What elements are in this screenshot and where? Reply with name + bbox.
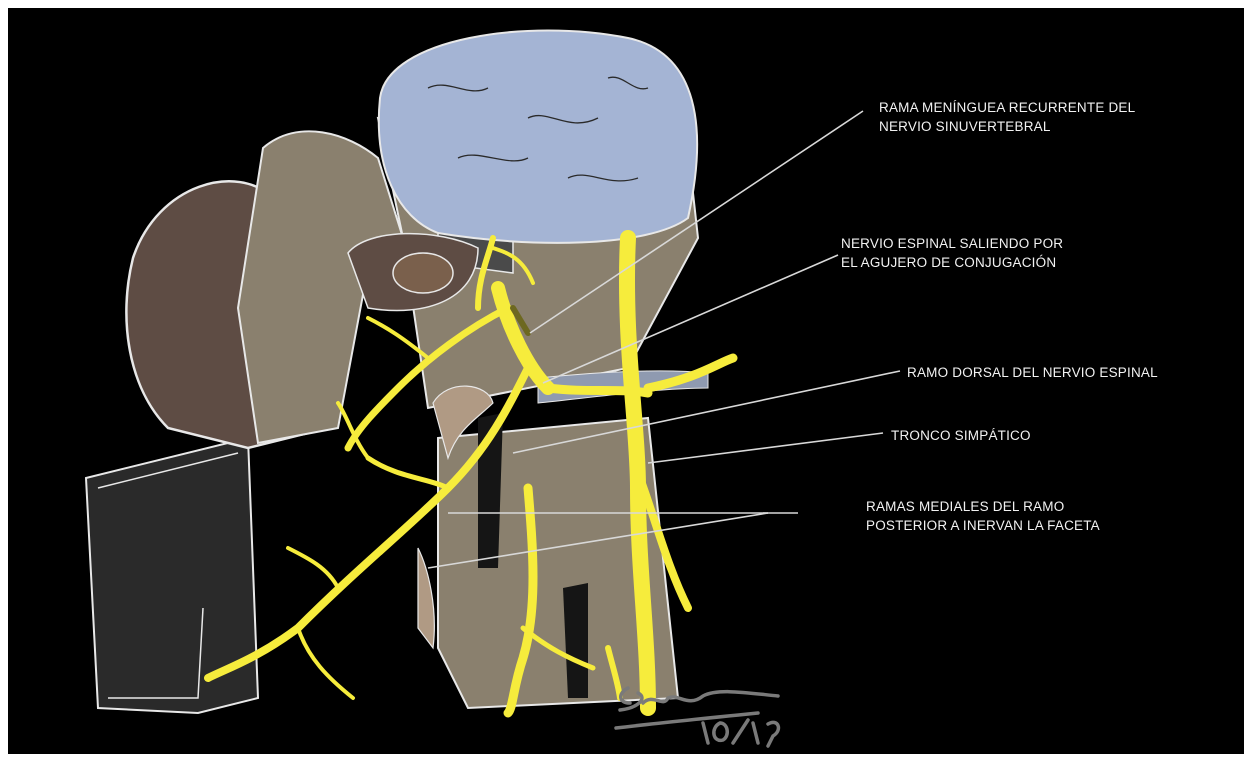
label-spinal-nerve-exiting: NERVIO ESPINAL SALIENDO POR EL AGUJERO D… (841, 234, 1063, 272)
nerve-root-cross-section (393, 253, 453, 293)
label-line: RAMO DORSAL DEL NERVIO ESPINAL (907, 363, 1158, 382)
posterior-arch-block (86, 438, 258, 713)
label-line: POSTERIOR A INERVAN LA FACETA (866, 516, 1100, 535)
label-line: RAMAS MEDIALES DEL RAMO (866, 497, 1100, 516)
label-line: RAMA MENÍNGUEA RECURRENTE DEL (879, 98, 1135, 117)
inferior-articular-process (418, 548, 434, 648)
label-medial-branches: RAMAS MEDIALES DEL RAMO POSTERIOR A INER… (866, 497, 1100, 535)
diagram-canvas: RAMA MENÍNGUEA RECURRENTE DEL NERVIO SIN… (8, 8, 1244, 754)
label-line: NERVIO ESPINAL SALIENDO POR (841, 234, 1063, 253)
label-sympathetic-trunk: TRONCO SIMPÁTICO (891, 426, 1031, 445)
label-dorsal-ramus: RAMO DORSAL DEL NERVIO ESPINAL (907, 363, 1158, 382)
label-recurrent-meningeal-branch: RAMA MENÍNGUEA RECURRENTE DEL NERVIO SIN… (879, 98, 1135, 136)
label-line: NERVIO SINUVERTEBRAL (879, 117, 1135, 136)
label-line: TRONCO SIMPÁTICO (891, 426, 1031, 445)
label-line: EL AGUJERO DE CONJUGACIÓN (841, 253, 1063, 272)
artist-signature (608, 668, 808, 748)
intervertebral-disc (379, 31, 697, 243)
